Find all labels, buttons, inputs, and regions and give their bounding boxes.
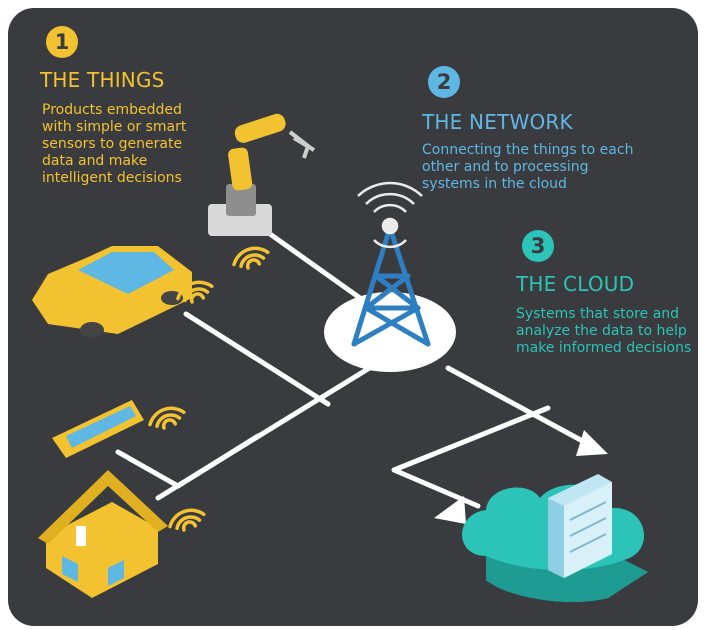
step-1-badge: 1 — [46, 26, 78, 58]
network-title: THE NETWORK — [422, 110, 573, 134]
tower-signal — [357, 181, 423, 249]
things-description: Products embedded with simple or smart s… — [42, 102, 187, 186]
network-description: Connecting the things to each other and … — [422, 142, 634, 192]
network-to-cloud — [445, 365, 591, 447]
flow-arrows — [434, 430, 608, 524]
diagram-art — [32, 113, 648, 602]
cloud-description: Systems that store and analyze the data … — [516, 306, 692, 356]
cloud-to-network — [391, 405, 551, 509]
robot-arm-icon — [208, 113, 316, 236]
tower-base — [324, 292, 456, 372]
smartphone-icon — [52, 400, 144, 458]
phone-link — [115, 449, 181, 489]
house-icon — [38, 470, 168, 598]
iot-diagram: 1 THE THINGS Products embedded with simp… — [8, 8, 698, 626]
wifi-signal-icon — [148, 246, 270, 532]
cell-tower-icon — [351, 231, 431, 347]
cloud-title: THE CLOUD — [516, 272, 635, 296]
step-3-badge: 3 — [522, 230, 554, 262]
car-icon — [32, 246, 192, 338]
connection-lines — [115, 231, 591, 509]
robot-link — [267, 231, 363, 301]
car-link — [183, 311, 331, 407]
step-2-badge: 2 — [428, 66, 460, 98]
things-title: THE THINGS — [40, 68, 165, 92]
arrow-to-cloud — [576, 430, 608, 456]
cloud-server-icon — [462, 474, 648, 602]
arrow-from-cloud — [434, 496, 466, 524]
